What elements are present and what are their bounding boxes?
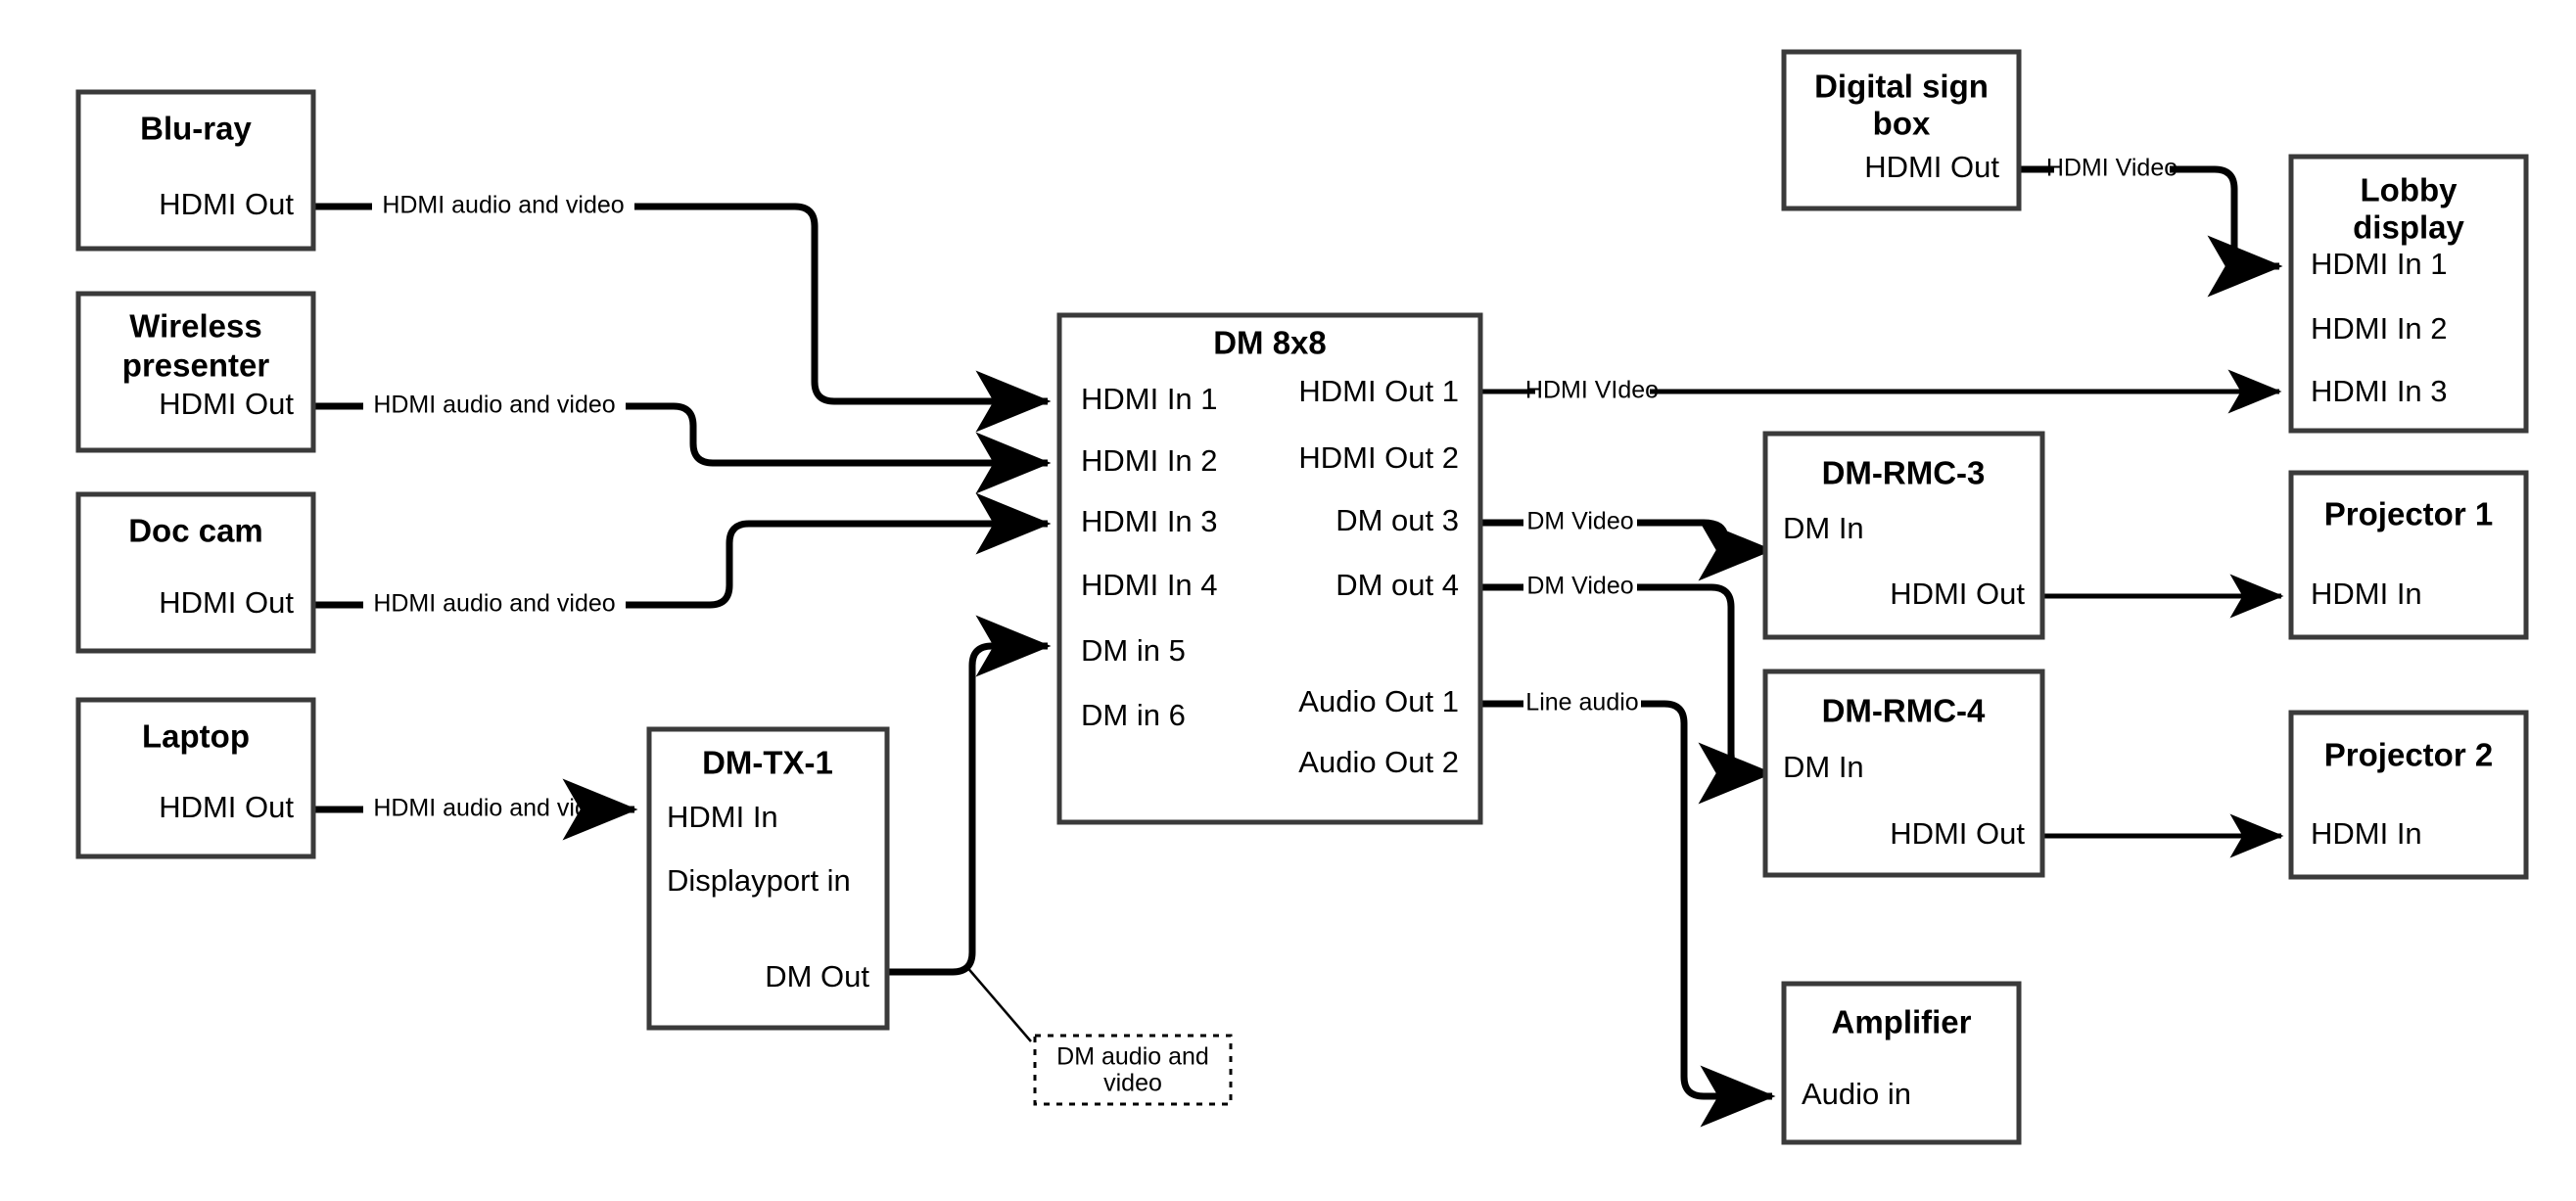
dm-8x8-output-dm-out-3: DM out 3 <box>1335 503 1459 537</box>
device-doc-cam[interactable]: Doc cam HDMI Out <box>75 491 316 654</box>
dm-rmc-4-port-hdmi-out: HDMI Out <box>1890 816 2025 851</box>
amplifier-title: Amplifier <box>1831 1004 1971 1040</box>
device-projector-2[interactable]: Projector 2 HDMI In <box>2288 710 2529 880</box>
wire-label-signbox-to-lobby: HDMI Video <box>2046 155 2178 182</box>
dm-tx-1-port-dm-out: DM Out <box>765 959 869 993</box>
wire-label-wireless-to-dm8x8: HDMI audio and video <box>373 392 615 419</box>
device-lobby-display[interactable]: Lobby display HDMI In 1 HDMI In 2 HDMI I… <box>2288 154 2529 434</box>
device-dm-8x8[interactable]: DM 8x8 HDMI In 1 HDMI In 2 HDMI In 3 HDM… <box>1056 312 1483 825</box>
device-projector-1[interactable]: Projector 1 HDMI In <box>2288 470 2529 640</box>
dm-tx-1-title: DM-TX-1 <box>702 745 833 781</box>
bluray-port-hdmi-out: HDMI Out <box>159 187 294 221</box>
dm-8x8-input-hdmi-in-1: HDMI In 1 <box>1081 382 1218 416</box>
projector-1-box <box>2288 470 2529 640</box>
wire-label-bluray-to-dm8x8: HDMI audio and video <box>382 192 624 219</box>
dm-8x8-title: DM 8x8 <box>1213 325 1327 361</box>
dm-rmc-3-port-dm-in: DM In <box>1783 511 1864 545</box>
doc-cam-port-hdmi-out: HDMI Out <box>159 585 294 620</box>
lobby-display-box <box>2288 154 2529 434</box>
wireless-presenter-title-line1: Wireless <box>129 308 261 345</box>
dm-8x8-input-hdmi-in-2: HDMI In 2 <box>1081 443 1218 478</box>
dm-tx-1-box <box>646 726 890 1031</box>
wire-label-dm8x8-audioout1-to-amplifier: Line audio <box>1525 689 1638 716</box>
dm-8x8-output-hdmi-out-1: HDMI Out 1 <box>1298 374 1459 408</box>
wire-label-dm8x8-hdmiout1-to-lobby: HDMI VIdeo <box>1525 377 1659 404</box>
device-dm-rmc-4[interactable]: DM-RMC-4 DM In HDMI Out <box>1762 669 2045 878</box>
wire-label-dm8x8-dmout3-to-rmc3: DM Video <box>1526 508 1633 535</box>
doc-cam-title: Doc cam <box>128 513 263 549</box>
bluray-title: Blu-ray <box>140 111 252 147</box>
wire-doccam-to-dm8x8 <box>313 524 1048 609</box>
wire-label-dm8x8-dmout4-to-rmc4: DM Video <box>1526 573 1633 600</box>
amplifier-port-audio-in: Audio in <box>1802 1077 1911 1111</box>
projector-2-box <box>2288 710 2529 880</box>
projector-2-title: Projector 2 <box>2324 737 2493 773</box>
device-amplifier[interactable]: Amplifier Audio in <box>1781 981 2022 1145</box>
wire-label-laptop-to-dmtx1: HDMI audio and video <box>373 795 615 822</box>
wire-dm8x8-audioout1-to-amplifier <box>1480 700 1772 1096</box>
lobby-display-title-line1: Lobby <box>2361 172 2459 208</box>
projector-1-port-hdmi-in: HDMI In <box>2311 577 2422 611</box>
dm-8x8-output-hdmi-out-2: HDMI Out 2 <box>1298 440 1459 475</box>
digital-sign-box-title-line2: box <box>1873 106 1931 142</box>
dm-tx-1-port-hdmi-in: HDMI In <box>667 800 778 834</box>
dm-rmc-4-title: DM-RMC-4 <box>1822 693 1986 729</box>
wire-signbox-to-lobby <box>2019 165 2279 266</box>
bluray-box <box>75 89 316 252</box>
lobby-display-title-line2: display <box>2353 209 2464 246</box>
dm-rmc-4-box <box>1762 669 2045 878</box>
dm-8x8-input-dm-in-6: DM in 6 <box>1081 698 1186 732</box>
wireless-presenter-box <box>75 291 316 453</box>
wire-wireless-to-dm8x8 <box>313 406 1048 463</box>
device-bluray[interactable]: Blu-ray HDMI Out <box>75 89 316 252</box>
lobby-display-input-hdmi-in-3: HDMI In 3 <box>2311 374 2448 408</box>
callout-dm-audio-and-video-line2: video <box>1103 1070 1162 1097</box>
callout-dm-audio-and-video-line1: DM audio and <box>1056 1043 1209 1071</box>
digital-sign-box-title-line1: Digital sign <box>1814 69 1989 105</box>
device-digital-sign-box[interactable]: Digital sign box HDMI Out <box>1781 49 2022 211</box>
device-dm-tx-1[interactable]: DM-TX-1 HDMI In Displayport in DM Out <box>646 726 890 1031</box>
callout-dm-audio-and-video: DM audio and video <box>1033 1034 1233 1106</box>
callout-leader-line <box>964 964 1032 1042</box>
wireless-presenter-port-hdmi-out: HDMI Out <box>159 387 294 421</box>
wire-dm8x8-dmout3-to-rmc3 <box>1480 523 1770 550</box>
dm-rmc-4-port-dm-in: DM In <box>1783 750 1864 784</box>
wire-bluray-to-dm8x8 <box>313 203 1048 401</box>
digital-sign-box-box <box>1781 49 2022 211</box>
dm-8x8-output-audio-out-1: Audio Out 1 <box>1298 684 1459 718</box>
dm-rmc-3-port-hdmi-out: HDMI Out <box>1890 577 2025 611</box>
doc-cam-box <box>75 491 316 654</box>
dm-rmc-3-title: DM-RMC-3 <box>1822 455 1986 491</box>
amplifier-box <box>1781 981 2022 1145</box>
projector-1-title: Projector 1 <box>2324 496 2493 532</box>
wire-dm8x8-dmout4-to-rmc4 <box>1480 583 1770 773</box>
wire-label-doccam-to-dm8x8: HDMI audio and video <box>373 590 615 618</box>
dm-8x8-output-audio-out-2: Audio Out 2 <box>1298 745 1459 779</box>
lobby-display-input-hdmi-in-2: HDMI In 2 <box>2311 311 2448 346</box>
wireless-presenter-title-line2: presenter <box>122 347 270 384</box>
dm-rmc-3-box <box>1762 431 2045 640</box>
laptop-port-hdmi-out: HDMI Out <box>159 790 294 824</box>
digital-sign-box-port-hdmi-out: HDMI Out <box>1864 150 1999 184</box>
dm-8x8-box <box>1056 312 1483 825</box>
projector-2-port-hdmi-in: HDMI In <box>2311 816 2422 851</box>
dm-tx-1-port-displayport-in: Displayport in <box>667 863 851 898</box>
device-dm-rmc-3[interactable]: DM-RMC-3 DM In HDMI Out <box>1762 431 2045 640</box>
device-laptop[interactable]: Laptop HDMI Out <box>75 697 316 859</box>
dm-8x8-input-dm-in-5: DM in 5 <box>1081 633 1186 668</box>
dm-8x8-output-dm-out-4: DM out 4 <box>1335 568 1459 602</box>
laptop-title: Laptop <box>142 718 250 755</box>
callout-dm-audio-and-video-box <box>1033 1034 1233 1106</box>
dm-8x8-input-hdmi-in-4: HDMI In 4 <box>1081 568 1218 602</box>
device-wireless-presenter[interactable]: Wireless presenter HDMI Out <box>75 291 316 453</box>
wire-dmtx1-to-dm8x8 <box>887 615 1052 976</box>
lobby-display-input-hdmi-in-1: HDMI In 1 <box>2311 247 2448 281</box>
laptop-box <box>75 697 316 859</box>
dm-8x8-input-hdmi-in-3: HDMI In 3 <box>1081 504 1218 538</box>
